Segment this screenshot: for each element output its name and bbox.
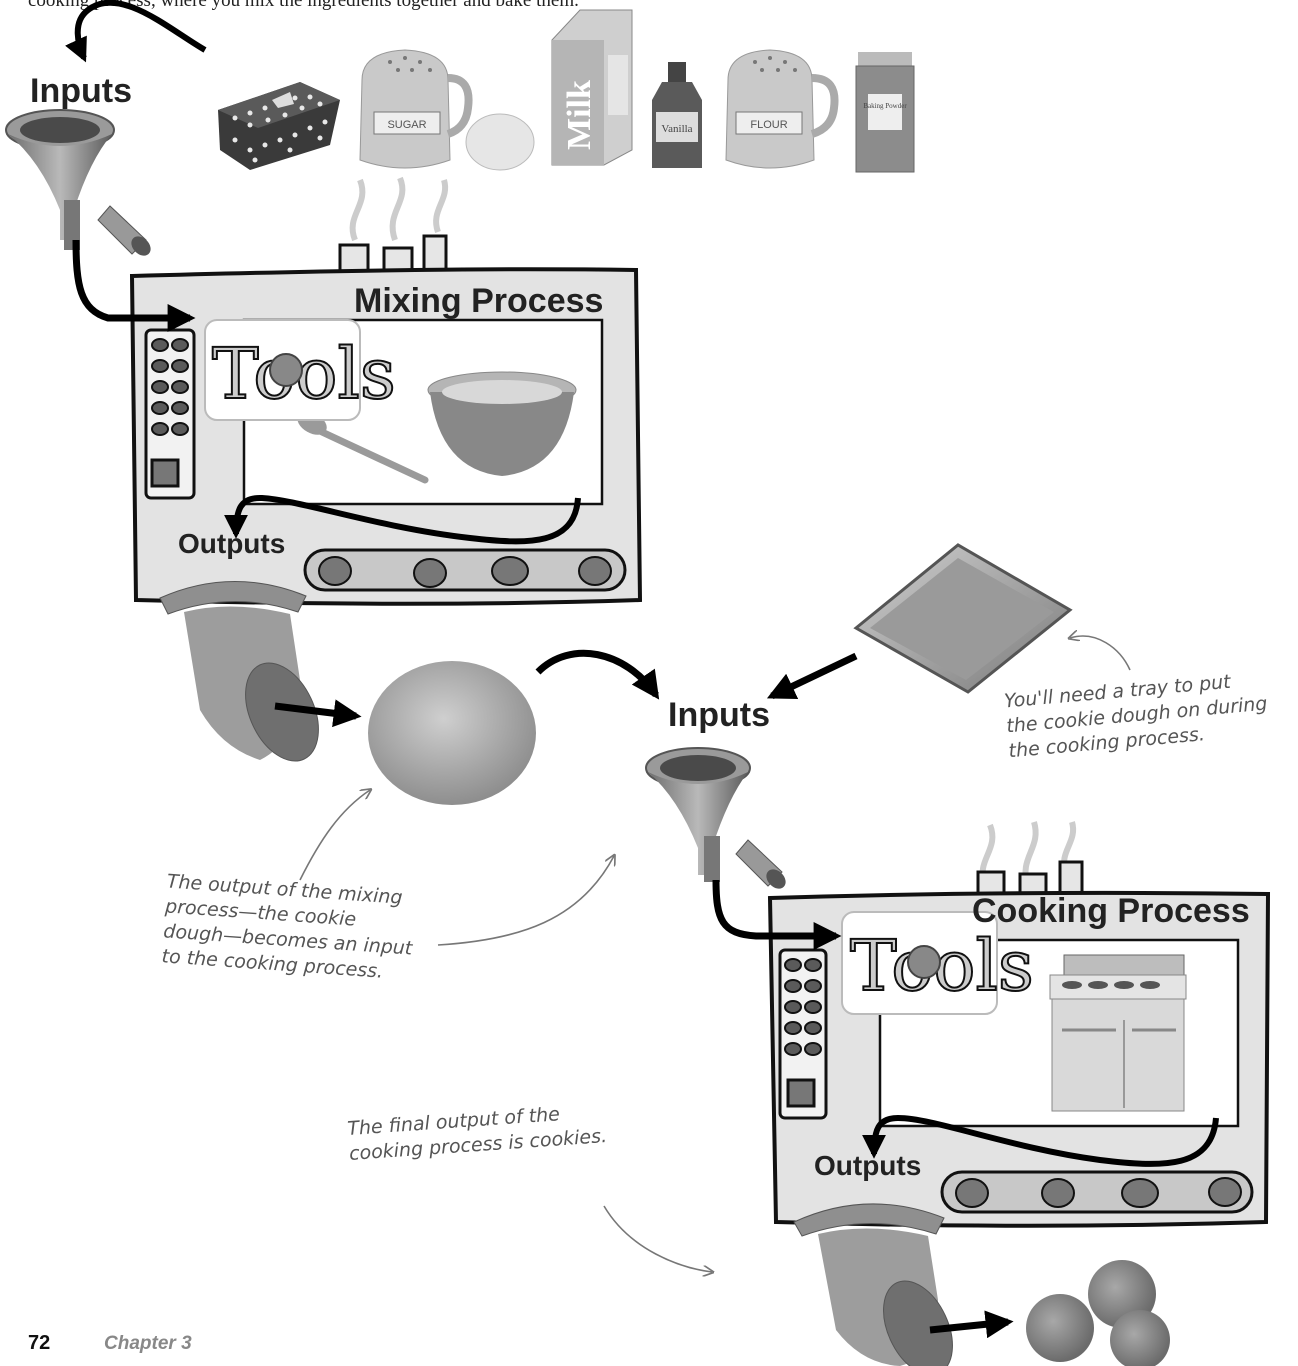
tray-to-inputs-arrow — [772, 656, 856, 696]
mixing-process-title: Mixing Process — [354, 282, 603, 321]
sugar-shaker: SUGAR — [360, 50, 469, 168]
mixing-inputs-label: Inputs — [30, 72, 132, 111]
tray-note-arrow — [1070, 636, 1130, 670]
cooking-outputs-label: Outputs — [814, 1150, 921, 1182]
page-number: 72 — [28, 1332, 50, 1355]
dough-note-arrow — [300, 790, 370, 880]
cooking-tools-text: Tools — [850, 925, 1034, 1007]
cooking-process-title: Cooking Process — [972, 892, 1250, 931]
mixing-tools-text: Tools — [212, 333, 396, 415]
cookies — [1026, 1260, 1170, 1366]
egg — [466, 114, 534, 170]
vanilla-bottle: Vanilla — [652, 62, 702, 168]
flour-text: FLOUR — [750, 119, 787, 131]
baking-powder-jar: Baking Powder — [856, 52, 914, 172]
baking-powder-text: Baking Powder — [863, 102, 907, 110]
milk-text: Milk — [561, 80, 598, 150]
final-note-arrow — [604, 1206, 712, 1272]
butter-dish — [218, 82, 340, 170]
cooking-output-chute — [794, 1204, 966, 1366]
mixing-outputs-label: Outputs — [178, 528, 285, 560]
mixing-input-funnel — [6, 110, 154, 259]
stove — [1050, 955, 1186, 1111]
dough-note-arrow-2 — [438, 856, 614, 945]
flour-shaker: FLOUR — [726, 50, 835, 168]
baking-tray — [856, 545, 1070, 692]
dough-note: The output of the mixing process—the coo… — [161, 869, 417, 986]
mixing-output-chute — [160, 581, 333, 772]
dough-to-inputs-arrow — [538, 653, 656, 695]
milk-carton: Milk — [552, 10, 632, 165]
cooking-input-funnel — [646, 748, 789, 892]
mixing-tools-sign: Tools — [205, 320, 396, 420]
top-curved-arrow — [78, 3, 205, 58]
sugar-text: SUGAR — [387, 119, 426, 131]
vanilla-text: Vanilla — [661, 123, 692, 135]
chapter-label: Chapter 3 — [104, 1333, 192, 1355]
cookie-dough — [368, 661, 536, 805]
cooking-inputs-label: Inputs — [668, 696, 770, 735]
